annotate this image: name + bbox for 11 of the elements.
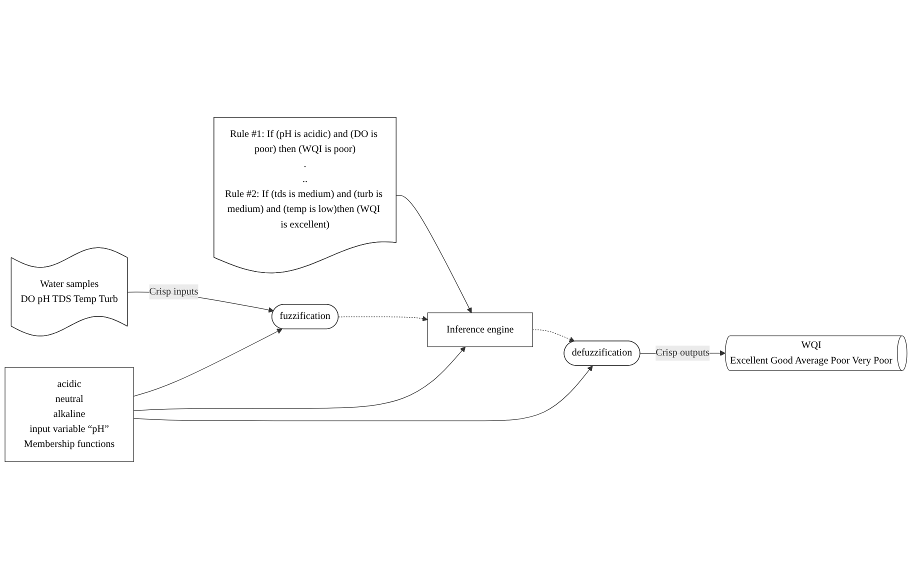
node-box: acidic neutral alkaline input variable “pH” Membership functions (4, 367, 134, 462)
node-box: Inference engine (427, 312, 533, 348)
arrow (396, 195, 472, 314)
edge-label: Crisp outputs (656, 348, 710, 358)
edge-label: Crisp inputs (149, 286, 198, 297)
arrow (133, 366, 593, 422)
arrow (133, 346, 466, 411)
arrow (133, 328, 282, 397)
arrow (338, 316, 428, 322)
node-text: WQI Excellent Good Average Poor Very Poor (730, 340, 893, 366)
arrow (532, 329, 575, 342)
